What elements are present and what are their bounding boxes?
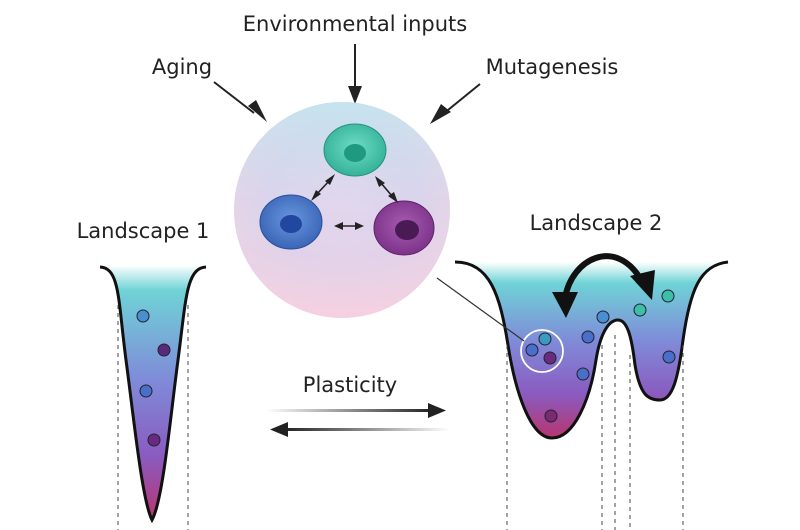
landscape-2-cell — [525, 343, 539, 357]
label-aging: Aging — [152, 55, 212, 79]
landscape-1-cell — [157, 343, 171, 357]
label-environmental-inputs: Environmental inputs — [243, 12, 467, 36]
cell-state-sphere — [234, 102, 450, 318]
transition-arrow-head-left — [552, 292, 578, 318]
mutagenesis-arrow-head — [430, 104, 451, 124]
landscape-2-cell — [662, 350, 676, 364]
landscape-1-cell — [147, 433, 161, 447]
teal-cell — [323, 123, 387, 177]
label-mutagenesis: Mutagenesis — [486, 55, 619, 79]
landscape-1 — [99, 265, 207, 530]
landscape-2-cell — [661, 289, 675, 303]
landscape-2-cell — [596, 310, 610, 324]
transition-arrow-head-right — [630, 270, 655, 300]
plasticity-arrow-right-head — [428, 403, 446, 418]
input-arrows — [213, 44, 481, 124]
landscape-2-cell — [543, 351, 557, 365]
label-plasticity: Plasticity — [303, 373, 397, 397]
landscape-2-cell — [576, 367, 590, 381]
landscape-2 — [436, 253, 729, 530]
aging-arrow-head — [248, 100, 267, 122]
landscape-2-cell — [581, 330, 595, 344]
zoom-circle — [520, 329, 564, 373]
transition-curve-arrow — [562, 253, 643, 301]
blue-cell — [259, 194, 323, 250]
plasticity-arrow-left-head — [270, 422, 288, 437]
landscape-2-cell — [538, 332, 552, 346]
environmental-arrow-head — [348, 86, 362, 104]
landscape-2-cell — [544, 409, 558, 423]
zoom-connector — [436, 277, 525, 342]
aging-arrow — [213, 81, 255, 114]
label-landscape-2: Landscape 2 — [530, 211, 663, 235]
purple-cell — [373, 200, 435, 256]
landscape-1-cell — [139, 384, 153, 398]
plasticity-arrows — [266, 403, 450, 437]
label-landscape-1: Landscape 1 — [77, 219, 210, 243]
landscape-1-cell — [136, 309, 150, 323]
cell-transition-arrows — [311, 174, 398, 230]
mutagenesis-arrow — [447, 83, 481, 111]
landscape-2-cell — [633, 303, 647, 317]
